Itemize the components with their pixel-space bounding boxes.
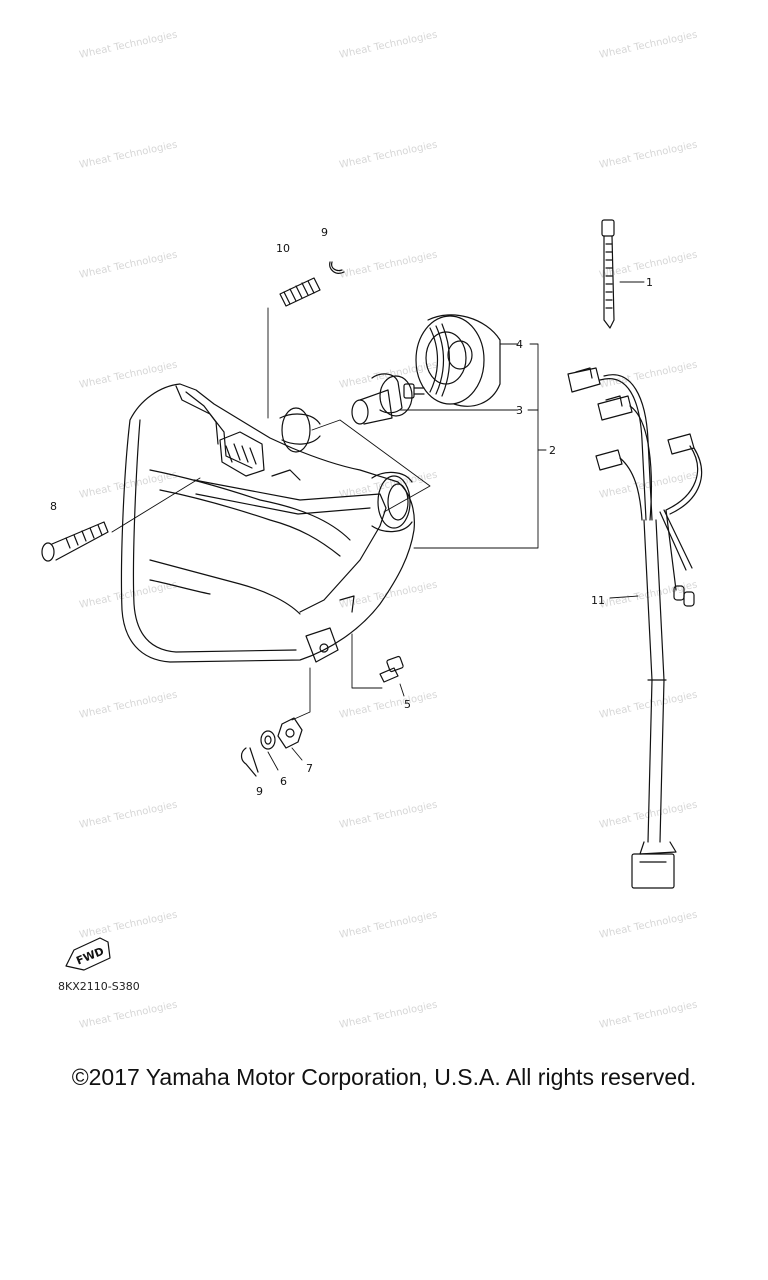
cable-tie-part-1 [601,219,615,329]
watermark: Wheat Technologies [78,579,178,611]
callout-2: 2 [549,444,556,457]
watermark: Wheat Technologies [338,249,438,281]
callout-1: 1 [646,276,653,289]
callout-7: 7 [306,762,313,775]
watermark: Wheat Technologies [338,909,438,941]
watermark: Wheat Technologies [78,999,178,1031]
callout-10: 10 [276,242,290,255]
bolt-part-5 [379,655,404,683]
diagram-part-code: 8KX2110-S380 [58,980,140,993]
watermark: Wheat Technologies [598,139,698,171]
nut-part-7 [277,717,303,749]
callout-4: 4 [516,338,523,351]
wire-harness-part-11 [567,367,703,889]
callout-9-lower: 9 [256,785,263,798]
watermark: Wheat Technologies [78,799,178,831]
cotter-pin-part-9-upper [329,261,345,274]
copyright-notice: ©2017 Yamaha Motor Corporation, U.S.A. A… [71,1064,697,1090]
fwd-arrow-icon [65,937,111,971]
watermark: Wheat Technologies [598,29,698,61]
watermark: Wheat Technologies [78,909,178,941]
watermark: Wheat Technologies [598,999,698,1031]
washer-part-6 [260,730,276,750]
screw-part-8 [41,521,109,562]
bulb-cover-part-4 [415,314,501,407]
watermark: Wheat Technologies [78,469,178,501]
watermark: Wheat Technologies [338,999,438,1031]
watermark: Wheat Technologies [78,689,178,721]
watermark: Wheat Technologies [338,799,438,831]
callout-8: 8 [50,500,57,513]
watermark: Wheat Technologies [598,469,698,501]
callout-3: 3 [516,404,523,417]
watermark: Wheat Technologies [338,139,438,171]
watermark: Wheat Technologies [78,249,178,281]
watermark: Wheat Technologies [338,29,438,61]
headlight-housing [120,383,415,663]
spring-part-10 [279,277,321,307]
bulb-part-3 [351,373,425,425]
leader-lines [111,281,645,771]
watermark: Wheat Technologies [338,689,438,721]
callout-11: 11 [591,594,605,607]
watermark: Wheat Technologies [598,909,698,941]
callout-5: 5 [404,698,411,711]
watermark: Wheat Technologies [78,139,178,171]
watermark: Wheat Technologies [78,359,178,391]
watermark: Wheat Technologies [598,689,698,721]
cotter-pin-part-9-lower [240,747,259,777]
watermark: Wheat Technologies [78,29,178,61]
callout-6: 6 [280,775,287,788]
watermark-group: Wheat Technologies Wheat Technologies Wh… [78,29,698,1031]
callout-9-upper: 9 [321,226,328,239]
watermark: Wheat Technologies [338,579,438,611]
